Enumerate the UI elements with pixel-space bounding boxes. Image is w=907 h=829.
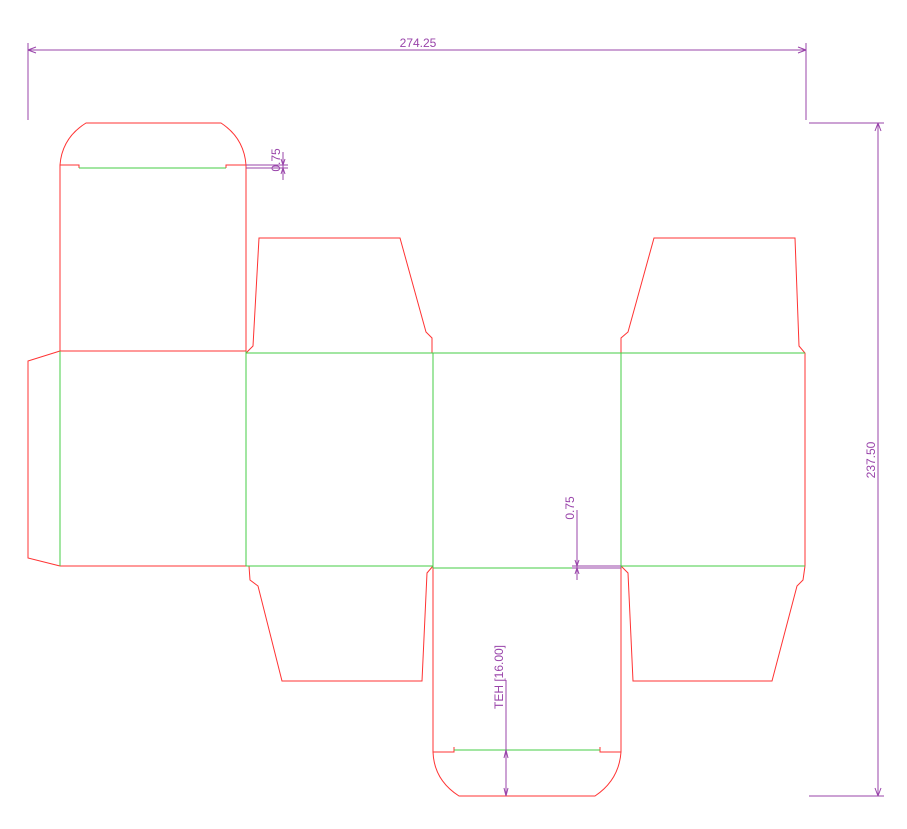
top-offset-label: 0.75	[269, 148, 283, 172]
bottom-offset-dimension	[572, 510, 621, 580]
tuck-height-dimension	[503, 680, 509, 797]
top-tuck-notches	[60, 164, 246, 168]
top-dust-flap-right	[620, 237, 806, 566]
glue-flap	[27, 350, 61, 567]
height-dimension	[809, 122, 884, 797]
width-label: 274.25	[400, 36, 437, 50]
width-dimension	[27, 43, 807, 120]
top-dust-flap-left	[245, 237, 433, 354]
panel1-edges	[60, 350, 246, 567]
bottom-dust-flap-right	[620, 565, 806, 682]
tuck-height-label: TEH [16.00]	[492, 645, 506, 709]
bottom-tuck-flap	[432, 568, 622, 797]
bottom-offset-label: 0.75	[563, 496, 577, 520]
top-tuck-flap	[59, 122, 247, 566]
cut-lines	[27, 122, 806, 797]
top-offset-dimension	[246, 152, 288, 180]
dimension-lines: 274.25 237.50 0.75 0.75 TEH [16.00]	[27, 36, 884, 797]
bottom-dust-flap-left	[248, 565, 434, 682]
panel-bottom-folds	[246, 565, 805, 569]
fold-lines	[59, 167, 805, 751]
vertical-folds	[59, 351, 622, 568]
height-label: 237.50	[864, 441, 878, 478]
